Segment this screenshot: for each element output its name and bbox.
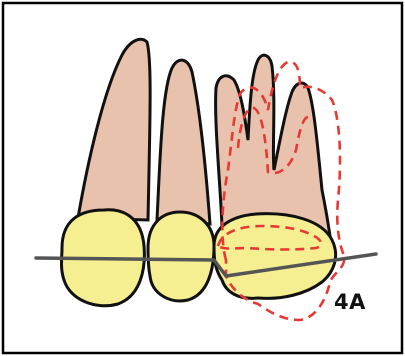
- premolar-middle-crown: [148, 212, 214, 301]
- premolar-left: [62, 39, 151, 305]
- premolar-middle-root: [157, 60, 210, 224]
- premolar-middle: [148, 60, 214, 301]
- figure-label: 4A: [334, 290, 366, 314]
- premolar-left-root: [78, 39, 150, 220]
- molar-root: [216, 55, 330, 236]
